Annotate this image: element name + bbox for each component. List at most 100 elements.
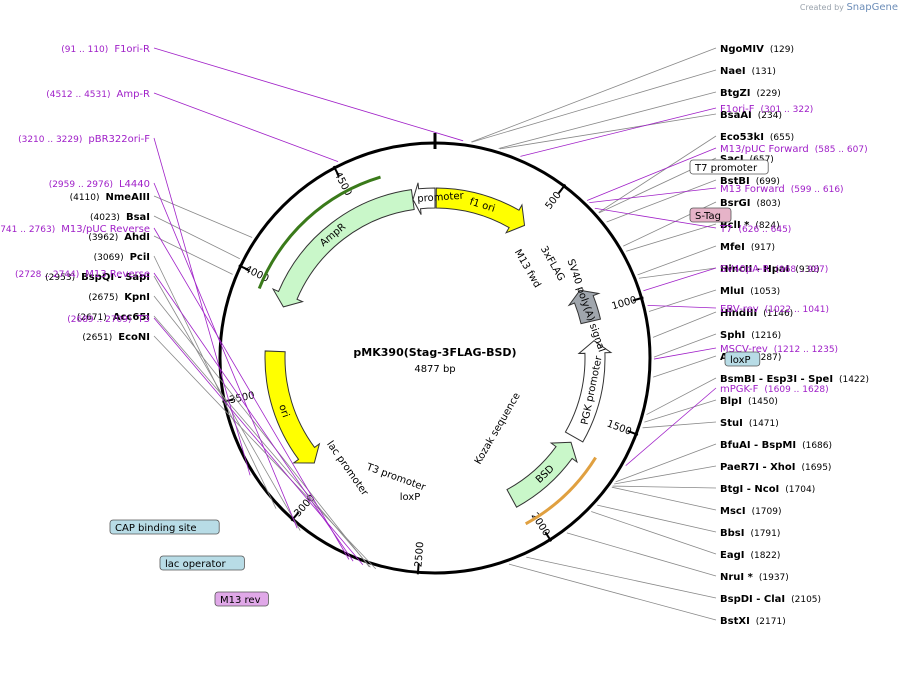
- tick-label-500: 500: [544, 190, 564, 212]
- enzyme-right-4: Eco53kI(655): [720, 132, 794, 143]
- tick-4500: [332, 165, 340, 177]
- enzyme-left-3: (3069)PciI: [94, 252, 150, 263]
- tick-label-1500: 1500: [605, 419, 633, 438]
- enzyme-left-leader-0: [153, 195, 253, 238]
- inner-label-2: Kozak sequence: [473, 391, 523, 466]
- watermark-prefix: Created by: [799, 3, 844, 12]
- enzyme-left-6: (2671)Acc65I: [77, 312, 150, 323]
- enzyme-left-0: (4110)NmeAIII: [70, 192, 150, 203]
- enzyme-right-26: BstXI(2171): [720, 616, 786, 627]
- enzyme-right-6: BstBI(699): [720, 176, 780, 187]
- inner-label-1: 3xFLAG: [538, 244, 567, 283]
- enzyme-right-21: MscI(1709): [720, 506, 782, 517]
- tick-1500: [627, 429, 639, 436]
- primer-left-6: (2689 .. 2709)T3: [67, 314, 150, 325]
- boxed-label-bg-2: [724, 351, 761, 367]
- tick-label-3500: 3500: [229, 390, 256, 406]
- enzyme-right-leader-18: [615, 443, 717, 483]
- feature-arc-3: [264, 350, 321, 464]
- primer-left-leader-4: [153, 227, 350, 560]
- watermark-brand: SnapGene: [846, 2, 898, 13]
- enzyme-right-7: BsrGI(803): [720, 198, 781, 209]
- enzyme-right-15: BsmBI - Esp3I - SpeI(1422): [720, 374, 869, 385]
- enzyme-right-24: NruI *(1937): [720, 572, 789, 583]
- enzyme-right-leader-12: [652, 311, 717, 338]
- enzyme-right-leader-9: [637, 245, 717, 276]
- enzyme-right-leader-22: [597, 504, 717, 533]
- primer-right-7: mPGK-F(1609 .. 1628): [720, 384, 829, 395]
- primer-left-leader-0: [153, 47, 464, 142]
- primer-left-leader-1: [153, 92, 339, 163]
- primer-right-3: T7(626 .. 645): [719, 224, 791, 235]
- enzyme-right-2: BtgZI(229): [720, 88, 781, 99]
- tick-label-1000: 1000: [611, 295, 639, 313]
- enzyme-right-leader-3: [499, 113, 717, 150]
- enzyme-right-leader-2: [498, 91, 717, 149]
- feature-arc-2: [271, 189, 415, 308]
- enzyme-left-leader-5: [153, 295, 370, 568]
- enzyme-right-10: HincII - HpaI(930): [720, 264, 820, 275]
- primer-right-leader-0: [520, 107, 717, 157]
- enzyme-left-leader-1: [153, 215, 240, 260]
- primer-right-leader-3: [594, 207, 717, 229]
- enzyme-right-13: SphI(1216): [720, 330, 781, 341]
- plasmid-name: pMK390(Stag-3FLAG-BSD): [353, 346, 516, 359]
- feature-arc-0: [435, 187, 526, 234]
- boxed-label-bg-5: [214, 591, 269, 607]
- primer-right-leader-7: [625, 387, 717, 466]
- enzyme-right-leader-1: [471, 69, 717, 143]
- tick-2000: [544, 531, 553, 542]
- primer-left-leader-3: [153, 182, 298, 529]
- enzyme-right-leader-14: [653, 355, 717, 378]
- inner-label-3: lac promoter: [324, 439, 370, 498]
- feature-label-3: ori: [276, 403, 291, 419]
- primer-left-leader-5: [153, 272, 354, 562]
- enzyme-right-1: NaeI(131): [720, 66, 776, 77]
- plasmid-length: 4877 bp: [414, 364, 455, 375]
- primer-right-4: SV40pA-R(968 .. 987): [720, 264, 828, 275]
- feature-arc-4: [506, 441, 578, 508]
- enzyme-right-12: HindIII(1146): [720, 308, 793, 319]
- primer-left-leader-6: [153, 317, 364, 566]
- primer-left-4: (2741 .. 2763)M13/pUC Reverse: [0, 224, 150, 235]
- tick-1000: [632, 296, 644, 302]
- primer-right-leader-6: [653, 347, 717, 360]
- enzyme-right-leader-15: [646, 377, 717, 415]
- boxed-label-0: T7 promoter: [694, 163, 758, 174]
- boxed-label-5: M13 rev: [220, 595, 261, 606]
- enzyme-right-leader-20: [612, 485, 717, 489]
- primer-right-leader-2: [589, 187, 717, 204]
- enzyme-right-leader-11: [648, 289, 717, 312]
- enzyme-right-leader-24: [566, 532, 717, 577]
- primer-left-leader-2: [153, 137, 251, 476]
- boxed-label-4: lac operator: [165, 559, 226, 570]
- primer-right-leader-4: [643, 267, 717, 292]
- primer-left-5: (2728 .. 2744)M13 Reverse: [15, 269, 150, 280]
- enzyme-right-leader-21: [611, 486, 717, 511]
- enzyme-right-25: BspDI - ClaI(2105): [720, 594, 821, 605]
- feature-arc-1: [412, 182, 436, 215]
- primer-right-2: M13 Forward(599 .. 616): [720, 184, 844, 195]
- enzyme-right-18: BfuAI - BspMI(1686): [720, 440, 832, 451]
- enzyme-left-5: (2675)KpnI: [88, 292, 150, 303]
- enzyme-right-leader-4: [598, 135, 717, 213]
- enzyme-right-20: BtgI - NcoI(1704): [720, 484, 815, 495]
- primer-left-3: (2959 .. 2976)L4440: [49, 179, 150, 190]
- enzyme-right-leader-8: [626, 223, 717, 252]
- tick-500: [557, 183, 567, 194]
- enzyme-right-19: PaeR7I - XhoI(1695): [720, 462, 831, 473]
- enzyme-right-11: MluI(1053): [720, 286, 780, 297]
- enzyme-right-17: StuI(1471): [720, 418, 779, 429]
- snapgene-watermark: Created by SnapGene: [800, 2, 898, 13]
- ampr-orf-arc: [257, 175, 381, 290]
- primer-left-2: (3210 .. 3229)pBR322ori-F: [18, 134, 150, 145]
- enzyme-right-leader-6: [606, 179, 717, 223]
- enzyme-right-0: NgoMIV(129): [720, 44, 794, 55]
- feature-arc-6: [567, 289, 602, 325]
- enzyme-right-leader-0: [471, 47, 717, 143]
- bsd-orf-arc: [524, 456, 597, 526]
- enzyme-right-leader-13: [653, 333, 717, 358]
- enzyme-right-leader-23: [591, 511, 717, 555]
- boxed-label-3: CAP binding site: [115, 523, 197, 534]
- enzyme-left-leader-4: [153, 275, 301, 531]
